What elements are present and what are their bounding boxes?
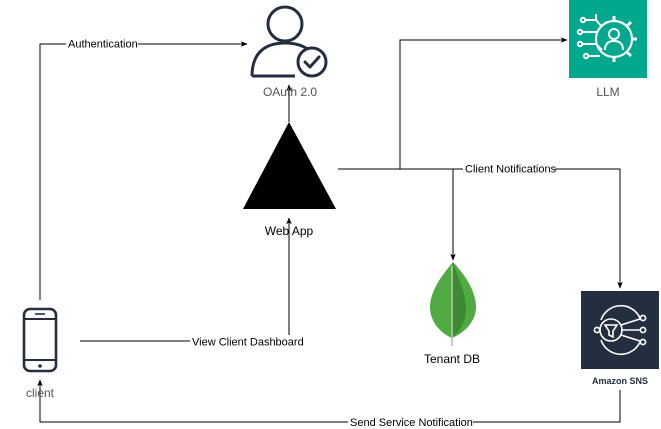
tenantdb-node[interactable]: Tenant DB: [424, 262, 480, 366]
ai-brain-icon: [569, 0, 647, 78]
sns-node[interactable]: Amazon SNS: [581, 291, 659, 386]
webapp-label: Web App: [265, 224, 314, 238]
amazon-sns-icon: [593, 304, 647, 356]
edge-label-view-dashboard: View Client Dashboard: [192, 337, 304, 349]
edge-label-client-notifications: Client Notifications: [465, 164, 557, 176]
mongodb-leaf-icon: [430, 262, 476, 346]
edge-authentication: [39, 41, 248, 300]
edge-send-notification: [37, 379, 621, 423]
triangle-logo-icon: [243, 122, 336, 209]
llm-label: LLM: [596, 85, 619, 99]
edge-webapp-llm: [338, 37, 568, 170]
webapp-node[interactable]: Web App: [243, 122, 336, 238]
oauth-label: OAuth 2.0: [263, 85, 317, 99]
edge-label-authentication: Authentication: [68, 39, 138, 51]
client-node[interactable]: client: [22, 307, 58, 400]
sns-label: Amazon SNS: [592, 376, 648, 386]
edge-label-send-notification: Send Service Notification: [350, 417, 473, 429]
client-label: client: [26, 386, 55, 400]
mobile-phone-icon: [22, 307, 58, 373]
edge-client-notifications: [400, 168, 623, 289]
user-check-icon: [250, 5, 328, 78]
llm-node[interactable]: LLM: [569, 0, 647, 99]
tenantdb-label: Tenant DB: [424, 352, 480, 366]
edge-view-dashboard: [80, 217, 292, 342]
oauth-node[interactable]: OAuth 2.0: [250, 5, 328, 99]
